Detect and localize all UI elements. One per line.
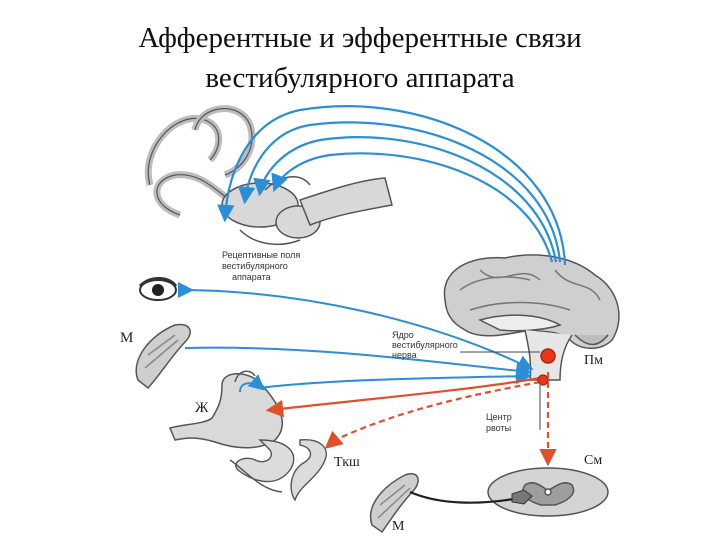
nucleus-label-2: вестибулярного (392, 340, 458, 350)
muscle-bottom-label: М (392, 519, 405, 534)
muscle-bottom-illustration (369, 473, 419, 534)
eye-icon (138, 277, 178, 301)
vestibular-nucleus-dot (540, 348, 556, 364)
medulla-label: Пм (584, 353, 603, 368)
vomit-center-label-1: Центр (486, 412, 512, 422)
afferent-pathways-body (177, 282, 534, 393)
receptive-fields-label-1: Рецептивные поля (222, 250, 300, 260)
vomit-center-dot (537, 374, 549, 386)
vomit-center-label-2: рвоты (486, 423, 511, 433)
nucleus-label-3: нерва (392, 350, 417, 360)
spinal-cord-label: См (584, 453, 602, 468)
motor-pathway (409, 490, 521, 504)
brain-illustration (443, 254, 620, 381)
stomach-illustration (168, 370, 284, 449)
muscle-top-illustration (135, 323, 191, 390)
nucleus-label-1: Ядро (392, 330, 414, 340)
intestine-illustration (229, 439, 327, 502)
muscle-top-label: М (120, 330, 133, 346)
motor-neuron (511, 489, 533, 505)
title-line-2: вестибулярного аппарата (205, 62, 515, 94)
stomach-label: Ж (195, 400, 209, 416)
labyrinth-illustration (144, 105, 393, 246)
receptive-fields-label-2: вестибулярного (222, 261, 288, 271)
afferent-pathways-ear (217, 105, 567, 266)
slide-title: Афферентные и эфферентные связи вестибул… (0, 18, 720, 98)
title-line-1: Афферентные и эфферентные связи (138, 22, 582, 54)
efferent-pathways (265, 372, 557, 467)
spinal-cord-illustration (487, 467, 609, 517)
intestine-label: Ткш (334, 455, 360, 470)
receptive-fields-label-3: аппарата (232, 272, 271, 282)
